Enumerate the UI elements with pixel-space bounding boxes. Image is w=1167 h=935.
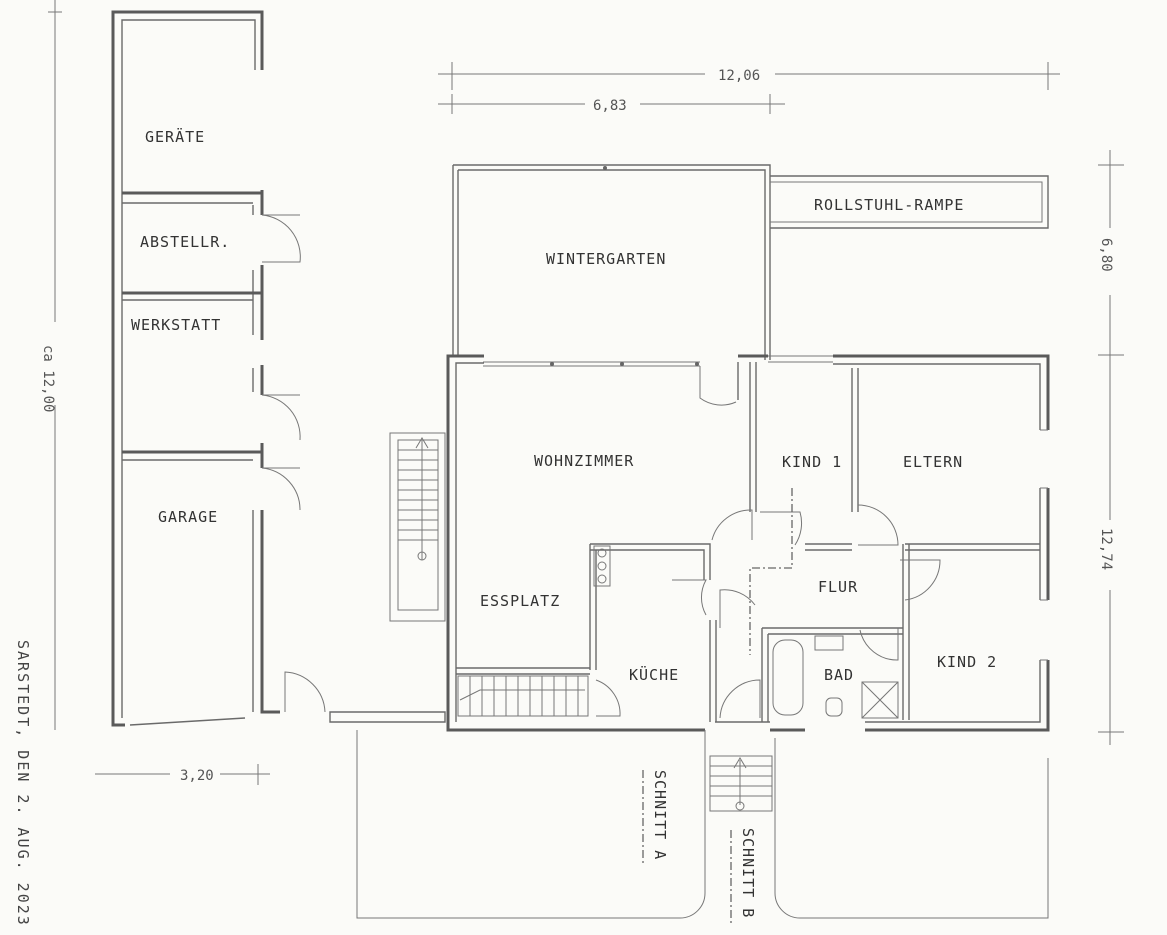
dim-upper-depth-text: 6,80 (1098, 238, 1114, 272)
dimension-total-width: 12,06 (438, 62, 1060, 90)
exterior-stair-west (389, 432, 446, 622)
room-label-bad: BAD (824, 666, 854, 684)
room-label-werkstatt: WERKSTATT (131, 316, 221, 334)
section-a-label: SCHNITT A (651, 770, 669, 860)
dim-total-width-text: 12,06 (718, 68, 760, 84)
room-label-abstellraum: ABSTELLR. (140, 233, 230, 251)
room-label-kueche: KÜCHE (629, 665, 679, 684)
wintergarten: WINTERGARTEN (452, 164, 771, 367)
room-label-essplatz: ESSPLATZ (480, 592, 560, 610)
main-house: WOHNZIMMER ESSPLATZ KÜCHE KIND 1 ELTERN … (446, 354, 1050, 732)
section-b-label: SCHNITT B (739, 828, 757, 918)
room-label-eltern: ELTERN (903, 453, 963, 471)
section-lines: SCHNITT A SCHNITT B (642, 770, 757, 925)
room-label-kind2: KIND 2 (937, 653, 997, 671)
dimension-garage-width: 3,20 (95, 764, 270, 785)
outdoor-area (329, 711, 1049, 919)
room-label-rollstuhl-rampe: ROLLSTUHL-RAMPE (814, 196, 964, 214)
room-label-wintergarten: WINTERGARTEN (546, 250, 666, 268)
dim-garage-length-text: ca 12,00 (40, 345, 56, 412)
room-label-wohnzimmer: WOHNZIMMER (534, 452, 634, 470)
room-label-kind1: KIND 1 (782, 453, 842, 471)
room-label-flur: FLUR (818, 578, 858, 596)
rollstuhl-rampe: ROLLSTUHL-RAMPE (770, 175, 1049, 229)
dimension-garage-length: ca 12,00 (40, 0, 62, 730)
room-label-geraete: GERÄTE (145, 127, 205, 146)
dim-wintergarten-width-text: 6,83 (593, 98, 627, 114)
garage-block: GERÄTE ABSTELLR. WERKSTATT GARAGE (111, 10, 326, 727)
dimension-right: 6,80 12,74 (1098, 150, 1124, 745)
dim-garage-width-text: 3,20 (180, 768, 214, 784)
exterior-stair-south (709, 755, 773, 812)
date-stamp: SARSTEDT, DEN 2. AUG. 2023 (14, 640, 32, 927)
room-label-garage: GARAGE (158, 508, 218, 526)
dimension-wintergarten-width: 6,83 (438, 94, 785, 114)
dim-lower-depth-text: 12,74 (1098, 528, 1114, 570)
